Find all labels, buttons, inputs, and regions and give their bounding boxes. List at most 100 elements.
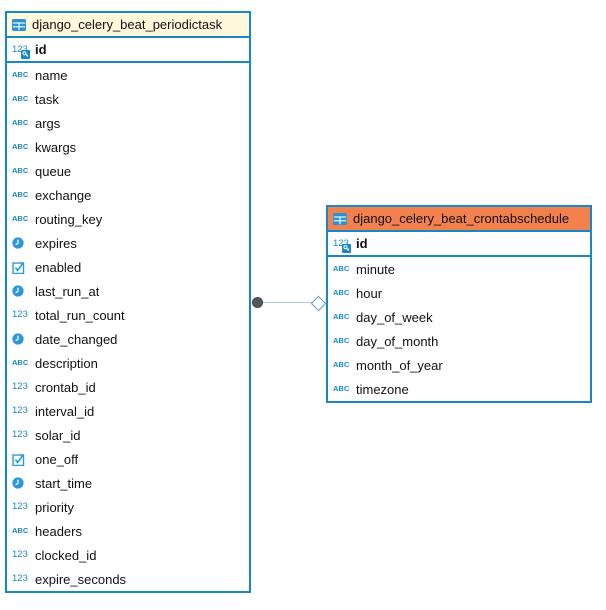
column-name: day_of_month bbox=[356, 333, 439, 349]
column-row-expire-seconds[interactable]: 123 expire_seconds bbox=[7, 567, 249, 591]
column-name: description bbox=[35, 355, 98, 371]
column-row-expires[interactable]: expires bbox=[7, 231, 249, 255]
column-row-date-changed[interactable]: date_changed bbox=[7, 327, 249, 351]
column-row-month-of-year[interactable]: ABC month_of_year bbox=[328, 353, 590, 377]
number-type-icon: 123 bbox=[12, 405, 28, 417]
string-type-icon: ABC bbox=[333, 288, 350, 298]
column-row-minute[interactable]: ABC minute bbox=[328, 257, 590, 281]
column-name: task bbox=[35, 91, 59, 107]
string-type-icon: ABC bbox=[12, 142, 29, 152]
column-row-queue[interactable]: ABC queue bbox=[7, 159, 249, 183]
clock-icon bbox=[12, 333, 32, 345]
key-badge-icon bbox=[21, 49, 30, 59]
column-row-last-run-at[interactable]: last_run_at bbox=[7, 279, 249, 303]
column-name: one_off bbox=[35, 451, 79, 467]
column-row-id[interactable]: 123 id bbox=[7, 38, 249, 63]
column-row-crontab-id[interactable]: 123 crontab_id bbox=[7, 375, 249, 399]
column-name: clocked_id bbox=[35, 547, 97, 563]
column-row-solar-id[interactable]: 123 solar_id bbox=[7, 423, 249, 447]
column-row-args[interactable]: ABC args bbox=[7, 111, 249, 135]
string-type-icon: ABC bbox=[12, 526, 29, 536]
column-name: expires bbox=[35, 235, 77, 251]
entity-header[interactable]: django_celery_beat_crontabschedule bbox=[328, 207, 590, 232]
column-row-day-of-month[interactable]: ABC day_of_month bbox=[328, 329, 590, 353]
relation-source-endpoint-circle[interactable] bbox=[252, 297, 263, 308]
column-name: enabled bbox=[35, 259, 82, 275]
integer-primary-key-icon: 123 bbox=[12, 45, 32, 59]
column-name: last_run_at bbox=[35, 283, 100, 299]
column-row-total-run-count[interactable]: 123 total_run_count bbox=[7, 303, 249, 327]
primary-key-name: id bbox=[356, 236, 368, 251]
string-type-icon: ABC bbox=[333, 360, 350, 370]
column-name: minute bbox=[356, 261, 396, 277]
column-row-kwargs[interactable]: ABC kwargs bbox=[7, 135, 249, 159]
number-type-icon: 123 bbox=[12, 573, 28, 585]
column-name: exchange bbox=[35, 187, 92, 203]
string-type-icon: ABC bbox=[333, 384, 350, 394]
column-name: crontab_id bbox=[35, 379, 96, 395]
column-name: date_changed bbox=[35, 331, 118, 347]
table-grid-icon bbox=[333, 212, 347, 225]
column-row-start-time[interactable]: start_time bbox=[7, 471, 249, 495]
column-name: kwargs bbox=[35, 139, 77, 155]
column-name: timezone bbox=[356, 381, 409, 397]
column-row-id[interactable]: 123 id bbox=[328, 232, 590, 257]
entity-periodictask[interactable]: django_celery_beat_periodictask 123 id A… bbox=[5, 11, 251, 593]
relation-target-endpoint-diamond[interactable] bbox=[310, 295, 327, 311]
string-type-icon: ABC bbox=[12, 94, 29, 104]
column-row-headers[interactable]: ABC headers bbox=[7, 519, 249, 543]
integer-primary-key-icon: 123 bbox=[333, 239, 353, 253]
column-name: routing_key bbox=[35, 211, 103, 227]
column-name: hour bbox=[356, 285, 383, 301]
relation-line[interactable] bbox=[251, 302, 326, 303]
entity-crontabschedule[interactable]: django_celery_beat_crontabschedule 123 i… bbox=[326, 205, 592, 403]
column-name: start_time bbox=[35, 475, 93, 491]
string-type-icon: ABC bbox=[333, 336, 350, 346]
column-row-interval-id[interactable]: 123 interval_id bbox=[7, 399, 249, 423]
column-name: name bbox=[35, 67, 68, 83]
column-row-routing-key[interactable]: ABC routing_key bbox=[7, 207, 249, 231]
number-type-icon: 123 bbox=[12, 549, 28, 561]
number-type-icon: 123 bbox=[12, 381, 28, 393]
column-row-task[interactable]: ABC task bbox=[7, 87, 249, 111]
column-name: priority bbox=[35, 499, 75, 515]
column-row-description[interactable]: ABC description bbox=[7, 351, 249, 375]
clock-icon bbox=[12, 237, 32, 249]
entity-header[interactable]: django_celery_beat_periodictask bbox=[7, 13, 249, 38]
string-type-icon: ABC bbox=[12, 70, 29, 80]
column-row-name[interactable]: ABC name bbox=[7, 63, 249, 87]
string-type-icon: ABC bbox=[12, 358, 29, 368]
column-row-day-of-week[interactable]: ABC day_of_week bbox=[328, 305, 590, 329]
column-name: total_run_count bbox=[35, 307, 125, 323]
string-type-icon: ABC bbox=[12, 166, 29, 176]
column-row-clocked-id[interactable]: 123 clocked_id bbox=[7, 543, 249, 567]
string-type-icon: ABC bbox=[12, 214, 29, 224]
key-badge-icon bbox=[342, 243, 351, 253]
entity-title: django_celery_beat_periodictask bbox=[32, 17, 223, 32]
column-name: interval_id bbox=[35, 403, 95, 419]
table-grid-icon bbox=[12, 18, 26, 31]
column-name: headers bbox=[35, 523, 82, 539]
column-name: month_of_year bbox=[356, 357, 443, 373]
clock-icon bbox=[12, 477, 32, 489]
column-row-hour[interactable]: ABC hour bbox=[328, 281, 590, 305]
string-type-icon: ABC bbox=[12, 118, 29, 128]
column-name: expire_seconds bbox=[35, 571, 127, 587]
column-row-timezone[interactable]: ABC timezone bbox=[328, 377, 590, 401]
checkbox-icon bbox=[12, 453, 32, 466]
column-row-enabled[interactable]: enabled bbox=[7, 255, 249, 279]
column-row-exchange[interactable]: ABC exchange bbox=[7, 183, 249, 207]
primary-key-name: id bbox=[35, 42, 47, 57]
column-row-one-off[interactable]: one_off bbox=[7, 447, 249, 471]
string-type-icon: ABC bbox=[333, 264, 350, 274]
column-row-priority[interactable]: 123 priority bbox=[7, 495, 249, 519]
string-type-icon: ABC bbox=[333, 312, 350, 322]
column-name: solar_id bbox=[35, 427, 81, 443]
column-name: args bbox=[35, 115, 61, 131]
entity-title: django_celery_beat_crontabschedule bbox=[353, 211, 570, 226]
column-name: queue bbox=[35, 163, 72, 179]
number-type-icon: 123 bbox=[12, 309, 28, 321]
column-name: day_of_week bbox=[356, 309, 433, 325]
string-type-icon: ABC bbox=[12, 190, 29, 200]
clock-icon bbox=[12, 285, 32, 297]
